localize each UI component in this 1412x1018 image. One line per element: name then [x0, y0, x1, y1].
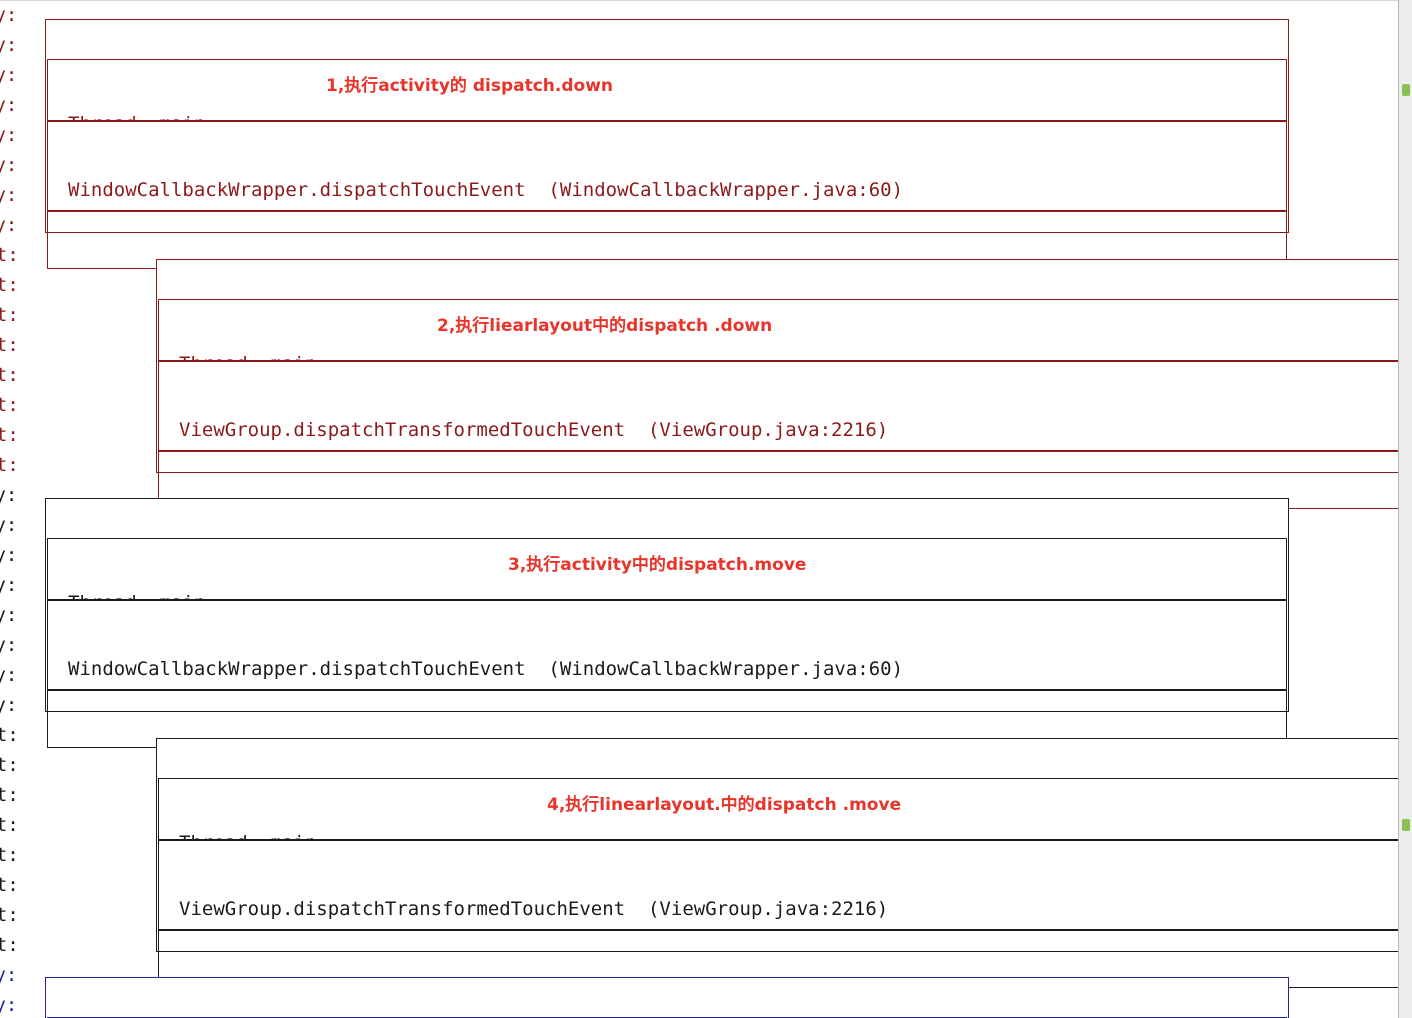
gutter-tag: AAATestLinearlayout:: [0, 304, 19, 326]
gutter-tag: AAATestLinearlayout:: [0, 874, 19, 896]
thread-label: Thread: main: [159, 349, 1399, 360]
gutter-tag: AAATestLinearlayout:: [0, 814, 19, 836]
annotation-2: 2,执行liearlayout中的dispatch .down: [437, 316, 773, 336]
stack-frame[interactable]: WindowCallbackWrapper.dispatchTouchEvent…: [68, 658, 904, 680]
gutter-tag: WhoActivity:: [0, 34, 18, 56]
message-section: dispatchTouchEvent>>>action_move: [48, 689, 1286, 747]
thread-section: Thread: main 1,执行activity的 dispatch.down: [48, 60, 1286, 120]
gutter-tag: AAATestLinearlayout:: [0, 784, 19, 806]
thread-label: Thread: main: [48, 588, 1286, 599]
gutter-tag: AAATestLinearlayout:: [0, 334, 19, 356]
gutter-tag: WhoActivity:: [0, 604, 18, 626]
gutter-tag: AAATestLinearlayout:: [0, 934, 19, 956]
gutter-tag: AAATestLinearlayout:: [0, 424, 19, 446]
stacktrace-box-3[interactable]: Thread: main 3,执行activity中的dispatch.move…: [45, 498, 1289, 748]
frames-section: ViewGroup.dispatchTransformedTouchEvent …: [159, 360, 1399, 450]
editor-top-divider: [0, 0, 1398, 1]
gutter-tag: WhoActivity:: [0, 94, 18, 116]
scrollbar-marker[interactable]: [1402, 84, 1410, 96]
gutter-tag: WhoActivity:: [0, 964, 18, 986]
editor-scrollbar-stripe[interactable]: [1398, 0, 1412, 1018]
stack-frame[interactable]: ViewGroup.dispatchTransformedTouchEvent …: [179, 419, 889, 441]
gutter-tag: AAATestLinearlayout:: [0, 244, 19, 266]
gutter-tag: WhoActivity:: [0, 4, 18, 26]
gutter-tag: WhoActivity:: [0, 214, 18, 236]
thread-section: Thread: main 4,执行linearlayout.中的dispatch…: [159, 779, 1399, 839]
gutter-tag: WhoActivity:: [0, 544, 18, 566]
gutter-tag: AAATestLinearlayout:: [0, 844, 19, 866]
message-section: dispatchTouchEvent>>>action_down: [48, 210, 1286, 268]
gutter-tag: WhoActivity:: [0, 694, 18, 716]
thread-section: Thread: main 3,执行activity中的dispatch.move: [48, 539, 1286, 599]
thread-section: Thread: main 2,执行liearlayout中的dispatch .…: [159, 300, 1399, 360]
gutter-tag: WhoActivity:: [0, 574, 18, 596]
gutter-tag: WhoActivity:: [0, 154, 18, 176]
gutter-tag: WhoActivity:: [0, 484, 18, 506]
gutter-tag: WhoActivity:: [0, 994, 18, 1016]
message-section: AAATestLinearlayout>>>>dispatchTouchEven…: [159, 929, 1399, 987]
logcat-tag-gutter: WhoActivity: WhoActivity: WhoActivity: W…: [0, 0, 46, 1018]
scrollbar-marker[interactable]: [1402, 819, 1410, 831]
gutter-tag: AAATestLinearlayout:: [0, 394, 19, 416]
frames-section: WindowCallbackWrapper.dispatchTouchEvent…: [48, 120, 1286, 210]
gutter-tag: WhoActivity:: [0, 124, 18, 146]
stack-frame[interactable]: WindowCallbackWrapper.dispatchTouchEvent…: [68, 179, 904, 201]
annotation-3: 3,执行activity中的dispatch.move: [508, 555, 807, 575]
stacktrace-box-5[interactable]: Thread: main: [45, 977, 1289, 1018]
annotation-4: 4,执行linearlayout.中的dispatch .move: [547, 795, 902, 815]
gutter-tag: AAATestLinearlayout:: [0, 724, 19, 746]
gutter-tag: WhoActivity:: [0, 514, 18, 536]
stacktrace-box-2[interactable]: Thread: main 2,执行liearlayout中的dispatch .…: [156, 259, 1402, 509]
frames-section: ViewGroup.dispatchTransformedTouchEvent …: [159, 839, 1399, 929]
gutter-tag: AAATestLinearlayout:: [0, 904, 19, 926]
gutter-tag: AAATestLinearlayout:: [0, 364, 19, 386]
stack-frame[interactable]: ViewGroup.dispatchTransformedTouchEvent …: [179, 898, 889, 920]
stacktrace-box-4[interactable]: Thread: main 4,执行linearlayout.中的dispatch…: [156, 738, 1402, 988]
frames-section: WindowCallbackWrapper.dispatchTouchEvent…: [48, 599, 1286, 689]
annotation-1: 1,执行activity的 dispatch.down: [326, 76, 613, 96]
thread-label: Thread: main: [48, 109, 1286, 120]
gutter-tag: WhoActivity:: [0, 64, 18, 86]
gutter-tag: WhoActivity:: [0, 634, 18, 656]
message-section: AAATestLinearlayout>>>>dispatchTouchEven…: [159, 450, 1399, 508]
gutter-tag: AAATestLinearlayout:: [0, 454, 19, 476]
gutter-tag: WhoActivity:: [0, 184, 18, 206]
gutter-tag: AAATestLinearlayout:: [0, 274, 19, 296]
gutter-tag: WhoActivity:: [0, 664, 18, 686]
thread-label: Thread: main: [159, 828, 1399, 839]
gutter-tag: AAATestLinearlayout:: [0, 754, 19, 776]
stacktrace-box-1[interactable]: Thread: main 1,执行activity的 dispatch.down…: [45, 19, 1289, 269]
